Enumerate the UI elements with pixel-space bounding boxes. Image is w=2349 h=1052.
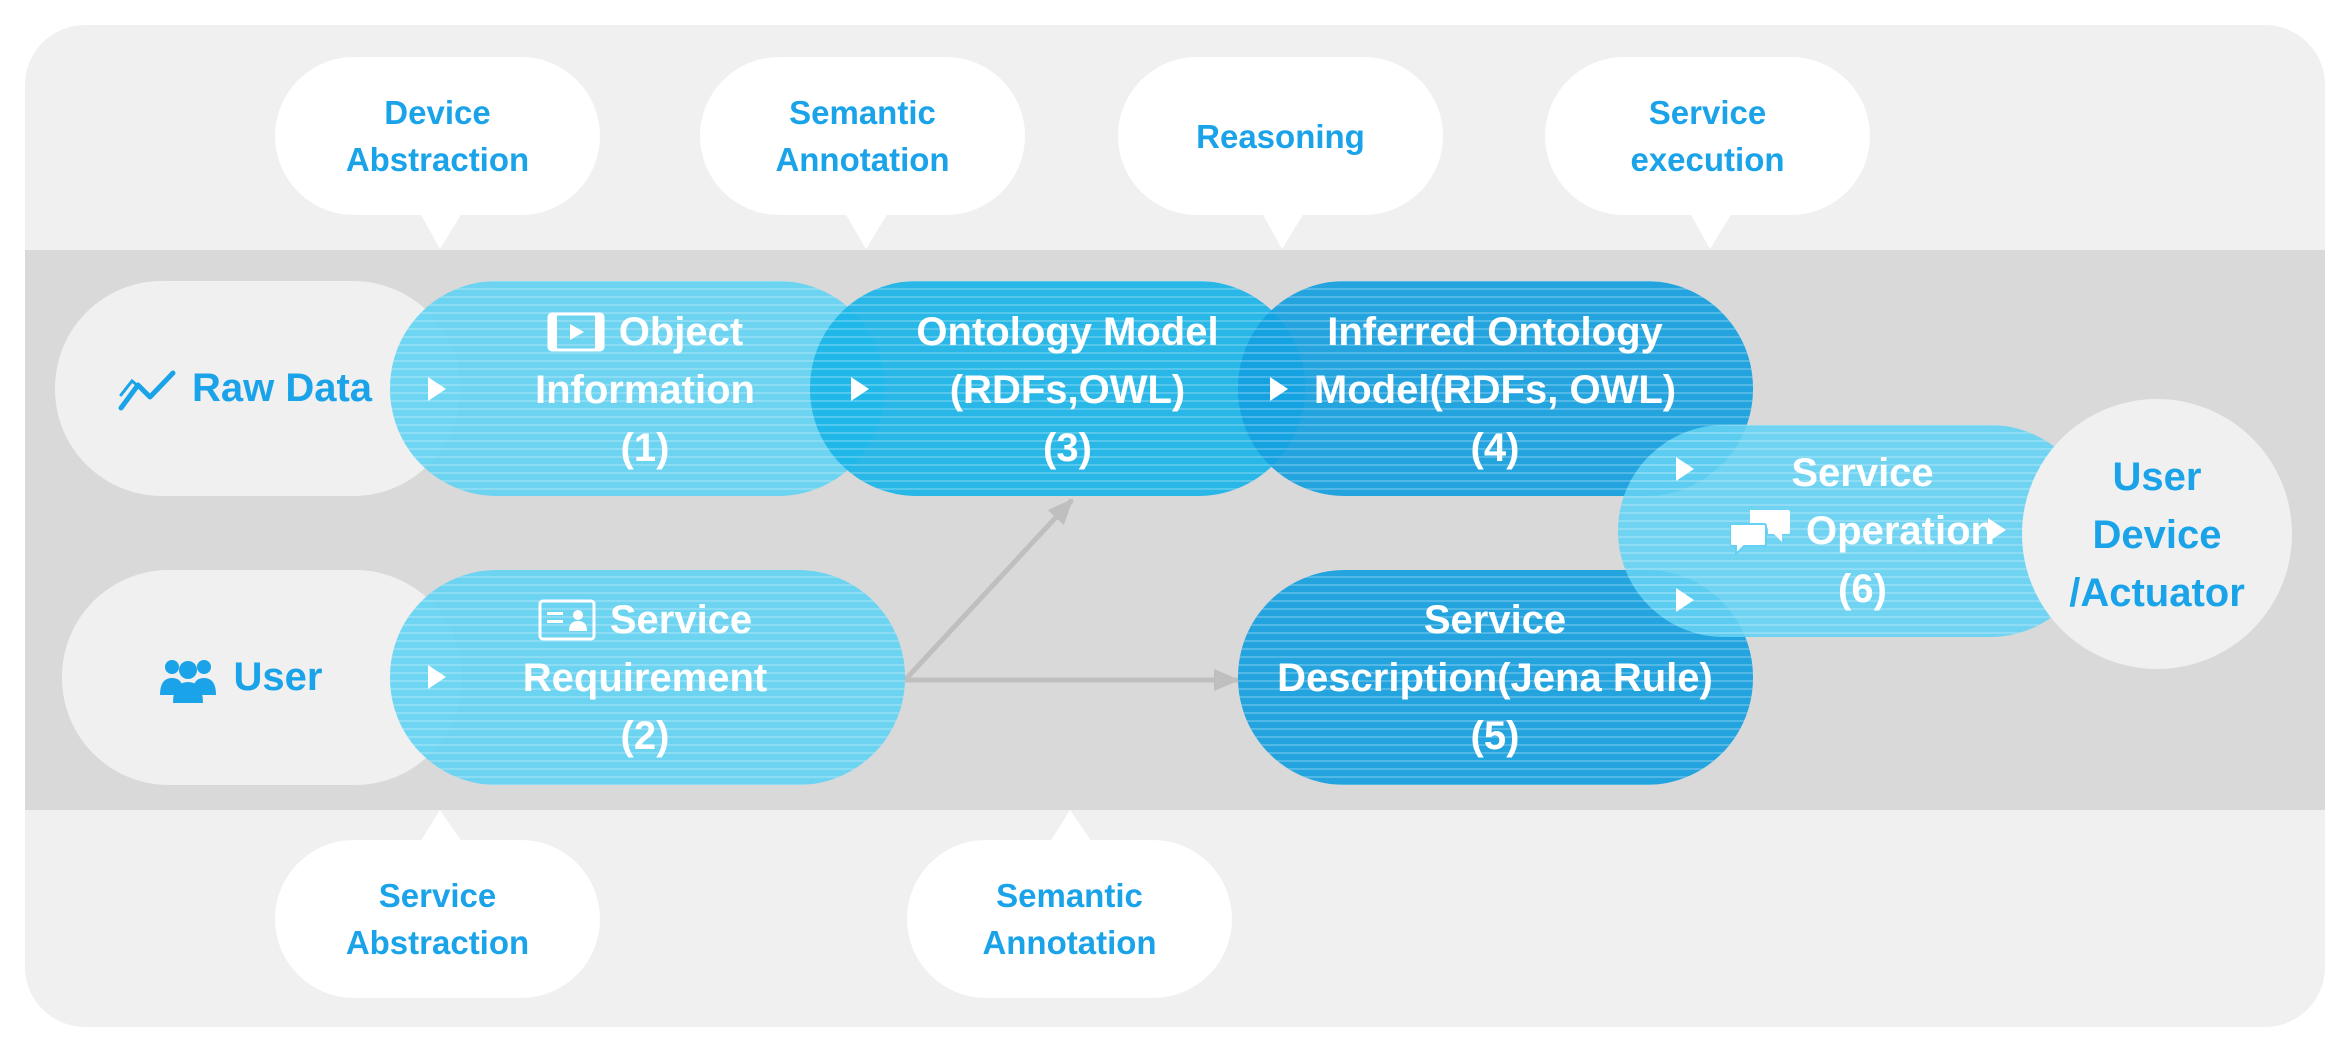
- stage-service-requirement: Service Requirement (2): [460, 588, 830, 768]
- bubble-line: Device: [384, 94, 491, 131]
- users-icon: [159, 659, 216, 703]
- stage-line: Description(Jena Rule): [1277, 656, 1713, 700]
- stage-inferred-ontology-shape: [1238, 281, 1753, 496]
- bubble-line: Abstraction: [345, 924, 530, 961]
- stage-line: Service: [1423, 598, 1567, 642]
- stage-line: (5): [1470, 714, 1520, 758]
- raw-data-label: Raw Data: [191, 366, 373, 410]
- play-icon: [428, 377, 446, 401]
- bubble-semantic-annotation-bottom-shape: [907, 810, 1232, 998]
- bubble-device-abstraction-shape: [275, 57, 600, 249]
- line-chart-icon: [118, 370, 176, 410]
- bubble-line: Reasoning: [1196, 117, 1365, 155]
- target-user-device-actuator: User Device /Actuator: [2022, 400, 2292, 670]
- stage-line: Ontology Model: [916, 310, 1219, 354]
- source-user: User: [110, 570, 370, 785]
- stage-line: Service: [609, 598, 753, 642]
- play-icon: [428, 665, 446, 689]
- bubble-service-execution-shape: [1545, 57, 1870, 249]
- stage-ontology-model-shape: [810, 281, 1305, 496]
- stage-line: Operation: [1806, 509, 1995, 553]
- bubble-line: Semantic: [996, 877, 1143, 914]
- bubble-device-abstraction: Device Abstraction: [275, 57, 600, 215]
- stage-service-description-shape: [1238, 570, 1753, 785]
- play-icon: [1988, 518, 2006, 542]
- stage-object-information: Object Information (1): [460, 300, 830, 480]
- bubble-line: execution: [1630, 141, 1785, 178]
- bubble-line: Abstraction: [345, 141, 530, 178]
- user-pill: [62, 570, 462, 785]
- target-line: Device: [2092, 513, 2222, 557]
- video-icon: [547, 312, 605, 352]
- stage-service-requirement-shape: [390, 570, 905, 785]
- bubble-line: Service: [378, 877, 497, 914]
- play-icon: [851, 377, 869, 401]
- stage-service-operation: Service Operation (6): [1690, 441, 2035, 621]
- stage-line: Requirement: [522, 656, 768, 700]
- play-icon: [1676, 457, 1694, 481]
- bubble-semantic-annotation-top-shape: [700, 57, 1025, 249]
- bubble-line: Annotation: [982, 924, 1157, 961]
- bubble-service-abstraction-shape: [275, 810, 600, 998]
- bubble-line: Service: [1648, 94, 1767, 131]
- stage-line: (RDFs,OWL): [949, 368, 1186, 412]
- play-icon: [1270, 377, 1288, 401]
- raw-data-pill: [55, 281, 460, 496]
- stage-line: (4): [1470, 426, 1520, 470]
- bubble-line: Annotation: [775, 141, 950, 178]
- bubble-line: Semantic: [789, 94, 936, 131]
- user-label: User: [233, 655, 323, 699]
- bubble-reasoning: Reasoning: [1118, 57, 1443, 215]
- id-card-icon: [538, 599, 596, 641]
- play-icon: [1676, 588, 1694, 612]
- stage-line: (2): [620, 714, 670, 758]
- stage-inferred-ontology: Inferred Ontology Model(RDFs, OWL) (4): [1290, 300, 1700, 480]
- arrow-requirement-to-ontology: [903, 498, 1074, 682]
- target-line: /Actuator: [2069, 571, 2245, 615]
- stage-line: Model(RDFs, OWL): [1313, 368, 1677, 412]
- stage-object-information-shape: [390, 281, 885, 496]
- stage-ontology-model: Ontology Model (RDFs,OWL) (3): [880, 300, 1255, 480]
- bubble-reasoning-shape: [1118, 57, 1443, 249]
- target-circle: [2022, 399, 2292, 669]
- bubble-service-abstraction: Service Abstraction: [275, 840, 600, 998]
- bubble-semantic-annotation-top: Semantic Annotation: [700, 57, 1025, 215]
- target-line: User: [2112, 455, 2202, 499]
- stage-service-operation-shape: [1618, 425, 2096, 637]
- chat-icon: [1730, 510, 1791, 556]
- stage-line: (3): [1043, 426, 1092, 470]
- stage-line: (6): [1838, 567, 1887, 611]
- stage-line: Information: [535, 368, 755, 412]
- stage-service-description: Service Description(Jena Rule) (5): [1260, 588, 1730, 768]
- stage-line: Inferred Ontology: [1327, 310, 1663, 354]
- bubble-service-execution: Service execution: [1545, 57, 1870, 215]
- stage-line: (1): [620, 426, 670, 470]
- stage-line: Object: [618, 310, 744, 354]
- bubble-semantic-annotation-bottom: Semantic Annotation: [907, 840, 1232, 998]
- source-raw-data: Raw Data: [100, 281, 390, 496]
- stage-line: Service: [1791, 451, 1934, 495]
